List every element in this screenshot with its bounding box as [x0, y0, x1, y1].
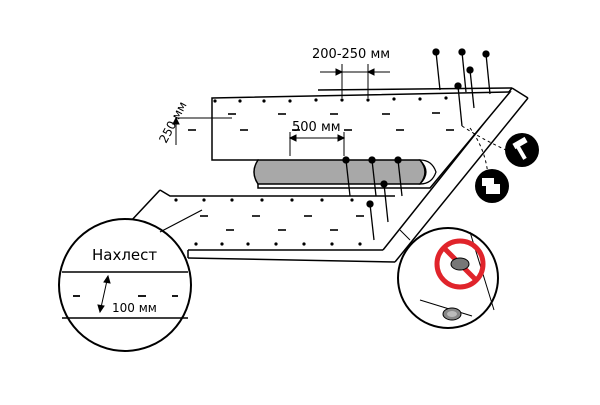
dimension-500	[288, 132, 346, 156]
dimension-250	[172, 116, 232, 145]
overlap-pointer	[159, 209, 203, 233]
nail-row-1	[213, 96, 448, 103]
label-200-250: 200-250 мм	[312, 47, 390, 62]
label-500: 500 мм	[292, 120, 341, 135]
nail-row-2	[174, 198, 362, 246]
tool-leader	[461, 125, 507, 177]
curled-roll	[253, 159, 437, 185]
lower-sheet	[129, 189, 395, 246]
label-250: 250 мм	[156, 99, 189, 145]
overlap-arrow	[97, 274, 111, 314]
hammer-icon	[505, 133, 539, 167]
nails	[342, 48, 491, 241]
overlap-width-label: 100 мм	[112, 301, 157, 315]
overlap-magnifier	[58, 218, 192, 352]
nail-gun-icon	[475, 169, 509, 203]
washer-icon	[442, 307, 462, 321]
prohibited-icon	[434, 238, 486, 290]
dash-row-1	[188, 112, 454, 131]
overlap-title: Нахлест	[92, 246, 157, 264]
dimension-200-250	[320, 64, 390, 98]
dash-row-2	[200, 215, 364, 231]
